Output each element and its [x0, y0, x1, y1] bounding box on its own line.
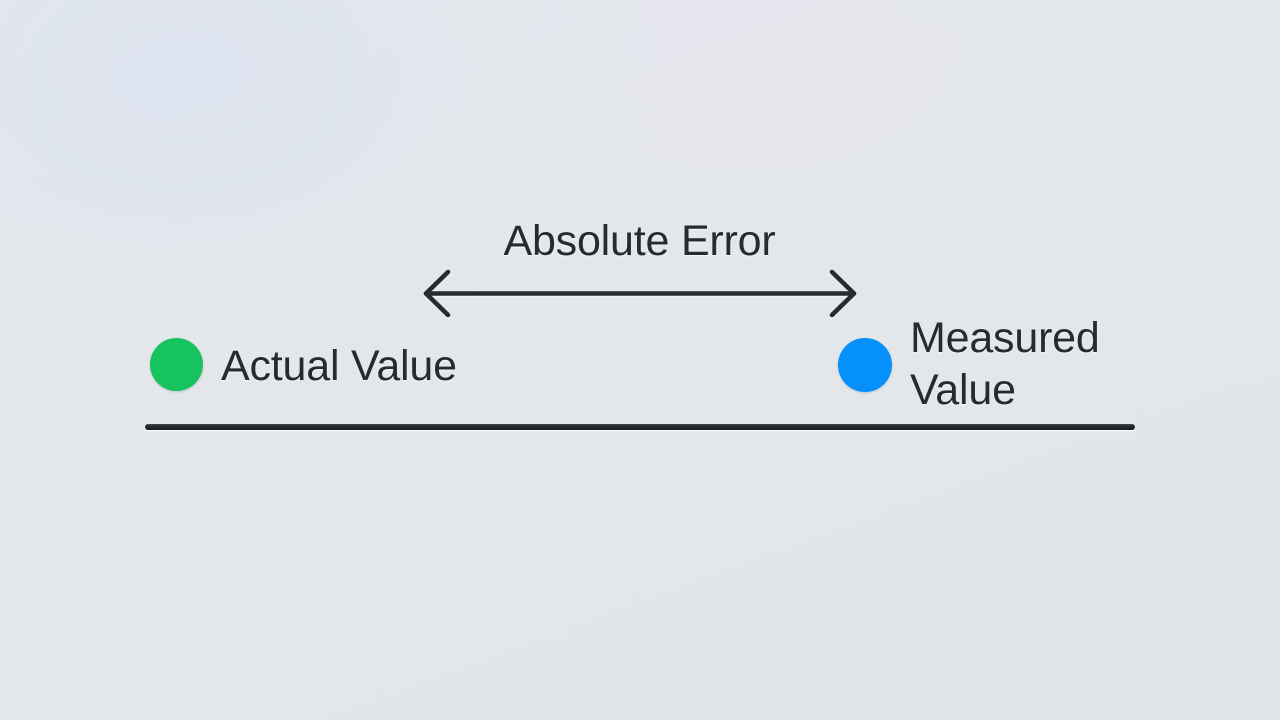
green-dot-icon: [150, 338, 203, 391]
diagram-title: Absolute Error: [503, 217, 776, 265]
absolute-error-arrow: [415, 262, 865, 326]
number-line: [145, 424, 1135, 430]
blue-dot-icon: [838, 338, 892, 392]
actual-value-label: Actual Value: [221, 341, 457, 390]
measured-value-label: Measured Value: [910, 314, 1100, 414]
double-headed-arrow-icon: [423, 269, 857, 318]
actual-value-marker: Actual Value: [150, 338, 457, 391]
measured-value-marker: Measured Value: [838, 312, 1134, 416]
